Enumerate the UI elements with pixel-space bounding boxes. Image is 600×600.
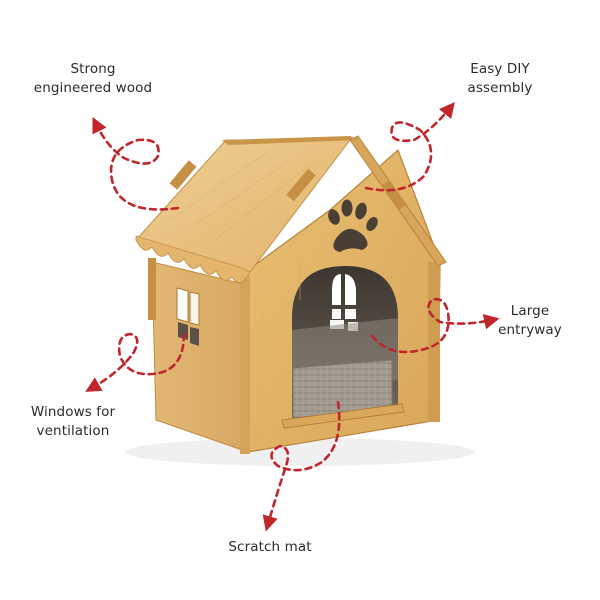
roof-tab [382,179,407,210]
label-line: Scratch mat [228,539,312,555]
arrow-windows [85,332,186,392]
cat-house [135,135,447,454]
side-windows [176,287,200,346]
arrow-wood [92,117,180,211]
roof-tab [286,168,316,202]
side-wall-tab [148,258,156,320]
label-windows: Windows for ventilation [10,403,136,441]
label-line: engineered wood [33,80,153,96]
label-line: ventilation [36,423,110,439]
label-scratch-mat: Scratch mat [200,538,340,557]
paw-print-icon [328,199,378,252]
label-strong-wood: Strong engineered wood [18,60,168,98]
label-line: Large [510,303,550,319]
side-wall [151,261,249,453]
roof-ridge [222,136,360,145]
floor-shadow [125,438,475,466]
arrow-diy [364,101,455,192]
label-line: Easy DIY [470,61,530,77]
threshold [281,403,405,429]
front-wall-left-edge [240,278,250,454]
label-line: Strong [70,61,116,77]
roof-scallop-edge [135,235,251,283]
arrow-mat [262,400,341,532]
label-line: entryway [498,322,562,338]
label-easy-diy: Easy DIY assembly [430,60,570,98]
front-wall-right-edge [428,262,440,422]
callout-arrows [85,101,500,532]
arrow-entry [370,297,500,354]
label-line: assembly [467,80,533,96]
label-line: Windows for [30,404,116,420]
roof-tab [169,160,197,190]
label-large-entryway: Large entryway [470,302,590,340]
wood-grain [169,149,421,440]
